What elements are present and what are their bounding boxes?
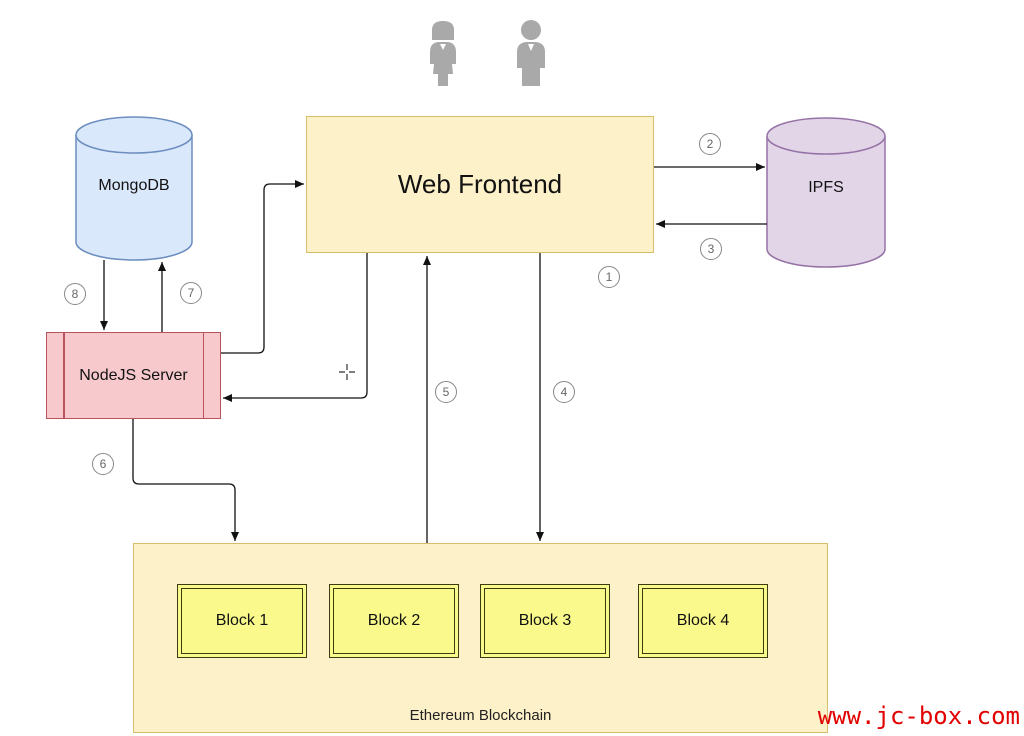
step-1-marker: 1 xyxy=(598,266,620,288)
user-female-icon xyxy=(430,21,456,86)
step-2-marker: 2 xyxy=(699,133,721,155)
step-4-marker: 4 xyxy=(553,381,575,403)
ipfs-cylinder xyxy=(766,117,886,268)
arrow-nodejs-to-frontend xyxy=(221,180,304,354)
block-4-label: Block 4 xyxy=(676,612,730,629)
web-frontend-box: Web Frontend xyxy=(306,116,654,253)
arrow-frontend-to-nodejs xyxy=(223,253,368,402)
web-frontend-label: Web Frontend xyxy=(397,169,563,199)
mongodb-cylinder xyxy=(75,116,193,261)
step-5-marker: 5 xyxy=(435,381,457,403)
block-3: Block 3 xyxy=(480,584,610,658)
block-1: Block 1 xyxy=(177,584,307,658)
block-2: Block 2 xyxy=(329,584,459,658)
watermark-text: www.jc-box.com xyxy=(817,702,1020,730)
block-1-label: Block 1 xyxy=(215,612,269,629)
block-4: Block 4 xyxy=(638,584,768,658)
nodejs-server-label: NodeJS Server xyxy=(79,366,188,384)
ethereum-blockchain-label: Ethereum Blockchain xyxy=(409,707,552,724)
mongodb-label: MongoDB xyxy=(98,177,170,194)
cursor-crosshair-icon xyxy=(339,364,355,380)
arrow-nodejs-to-blockchain xyxy=(132,419,239,541)
step-7-marker: 7 xyxy=(180,282,202,304)
ipfs-label: IPFS xyxy=(808,179,844,196)
step-8-marker: 8 xyxy=(64,283,86,305)
block-3-label: Block 3 xyxy=(518,612,572,629)
block-2-label: Block 2 xyxy=(367,612,421,629)
nodejs-server-box: NodeJS Server xyxy=(46,332,221,419)
step-3-marker: 3 xyxy=(700,238,722,260)
step-6-marker: 6 xyxy=(92,453,114,475)
user-male-icon xyxy=(517,20,545,86)
